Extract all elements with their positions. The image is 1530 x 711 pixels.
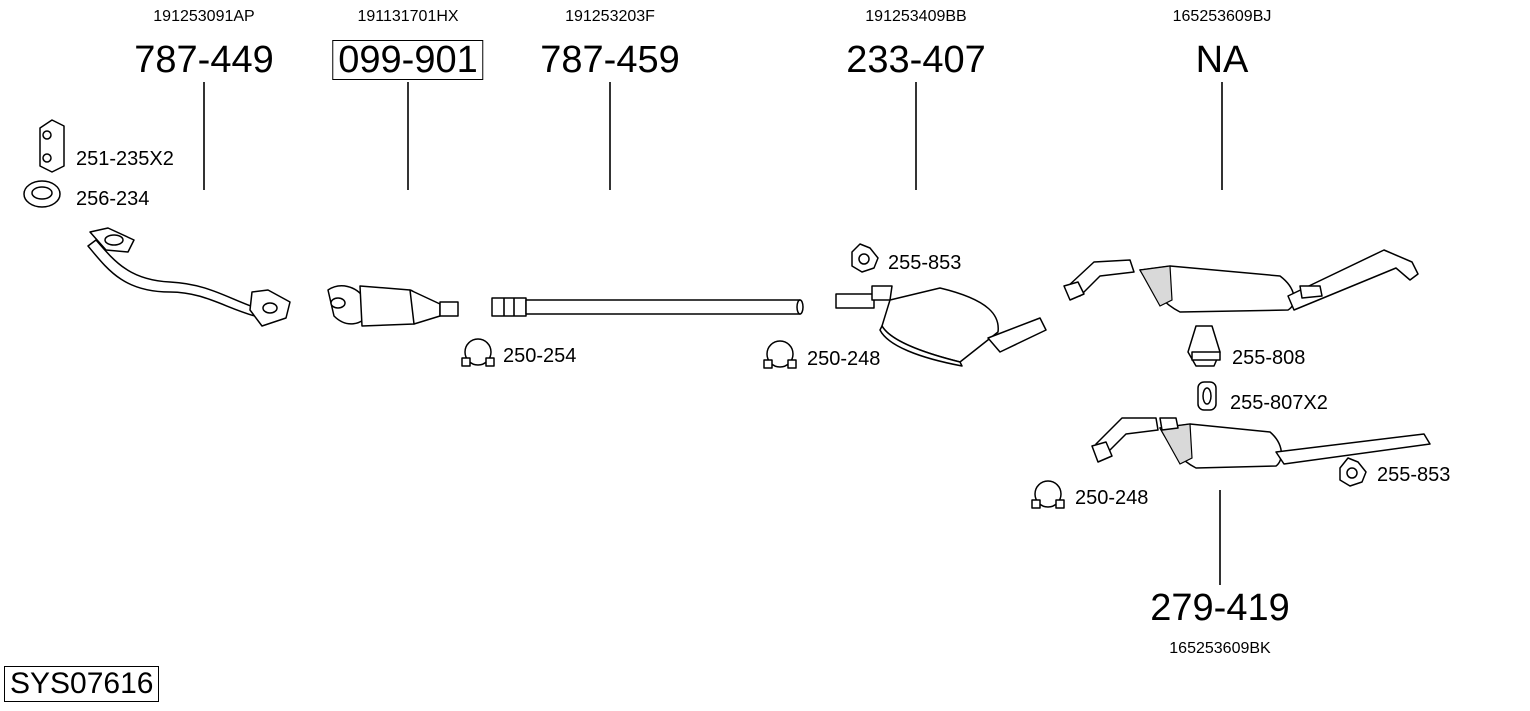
accessory-label-clamp-1[interactable]: 250-254 [503,345,577,367]
catalytic-converter-drawing[interactable] [327,285,459,327]
front-pipe-drawing[interactable] [87,227,291,327]
accessory-label-gasket[interactable]: 256-234 [76,188,150,210]
oem-number-rear-silencer: 165253609BJ [1172,8,1272,25]
accessory-label-bracket[interactable]: 251-235X2 [76,148,174,170]
oem-number-front-pipe: 191253091AP [153,8,255,25]
bracket-icon[interactable] [39,119,65,173]
part-number-middle-silencer[interactable]: 233-407 [846,39,986,81]
part-number-middle-pipe[interactable]: 787-459 [540,39,680,81]
part-number-rear-silencer[interactable]: NA [1195,39,1249,81]
accessory-label-mount-2[interactable]: 255-853 [1377,464,1451,486]
clamp-icon[interactable] [461,338,495,367]
rubber-mount-icon[interactable] [851,243,879,273]
accessory-label-mount-1[interactable]: 255-853 [888,252,962,274]
accessory-label-hanger[interactable]: 255-808 [1232,347,1306,369]
rubber-hanger-icon[interactable] [1187,325,1221,367]
rubber-ring-icon[interactable] [1197,381,1217,411]
clamp-icon[interactable] [1031,480,1065,509]
middle-silencer-drawing[interactable] [835,285,1047,367]
accessory-label-rubber-ring[interactable]: 255-807X2 [1230,392,1328,414]
middle-pipe-drawing[interactable] [491,297,804,317]
part-number-rear-silencer-alt[interactable]: 279-419 [1150,587,1290,629]
part-number-catalyst[interactable]: 099-901 [332,40,484,80]
system-code: SYS07616 [4,666,160,702]
oem-number-middle-silencer: 191253409BB [865,8,967,25]
rear-silencer-alt-drawing[interactable] [1091,417,1431,469]
oem-number-catalyst: 191131701HX [357,8,459,25]
rear-silencer-drawing[interactable] [1063,249,1419,313]
rubber-mount-icon[interactable] [1339,457,1367,487]
clamp-icon[interactable] [763,340,797,369]
oem-number-rear-silencer-alt: 165253609BK [1169,640,1271,657]
gasket-ring-icon[interactable] [23,180,61,208]
accessory-label-clamp-3[interactable]: 250-248 [1075,487,1149,509]
accessory-label-clamp-2[interactable]: 250-248 [807,348,881,370]
oem-number-middle-pipe: 191253203F [565,8,655,25]
part-number-front-pipe[interactable]: 787-449 [134,39,274,81]
